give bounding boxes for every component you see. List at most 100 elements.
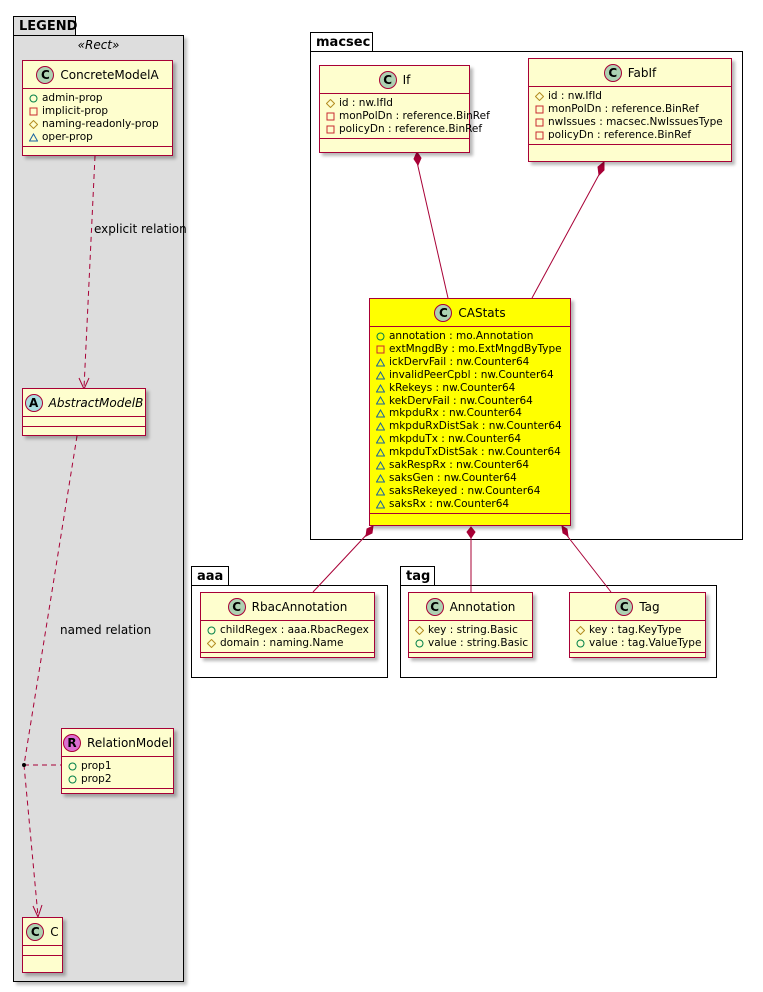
attribute-row: saksRx : nw.Counter64 <box>376 498 564 511</box>
attribute-row: ickDervFail : nw.Counter64 <box>376 356 564 369</box>
package-visibility-icon <box>376 461 385 470</box>
tag-methods-compartment <box>570 651 705 660</box>
protected-visibility-icon <box>535 91 544 101</box>
tag-package-title: tag <box>406 569 431 584</box>
relation-model-name: RelationModel <box>87 735 172 750</box>
legend-package-tab: LEGEND <box>13 16 78 35</box>
class-icon: C <box>227 597 246 616</box>
attribute-row: mkpduTx : nw.Counter64 <box>376 433 564 446</box>
if-composition-diamond <box>413 150 422 167</box>
relation-model-methods-compartment <box>62 787 173 796</box>
attribute-row: prop1 <box>68 760 167 773</box>
attribute-row: sakRespRx : nw.Counter64 <box>376 459 564 472</box>
private-visibility-icon <box>376 345 385 354</box>
public-visibility-icon <box>415 639 424 648</box>
public-visibility-icon <box>68 775 77 784</box>
attribute-row: monPolDn : reference.BinRef <box>326 110 490 123</box>
legend-package-title: LEGEND <box>19 19 78 34</box>
attribute-row: invalidPeerCpbl : nw.Counter64 <box>376 369 564 382</box>
relation-model-header: R RelationModel <box>62 729 173 757</box>
attribute-row: admin-prop <box>29 92 166 105</box>
private-visibility-icon <box>535 118 544 127</box>
attribute-row: saksRekeyed : nw.Counter64 <box>376 485 564 498</box>
attribute-text: nwIssues : macsec.NwIssuesType <box>548 115 723 128</box>
attribute-text: naming-readonly-prop <box>42 117 159 130</box>
macsec-package-tab: macsec <box>310 32 373 51</box>
relation-class-icon: R <box>63 733 82 752</box>
package-visibility-icon <box>376 370 385 380</box>
rbac-annotation-name: RbacAnnotation <box>251 599 348 614</box>
protected-visibility-icon <box>207 638 216 648</box>
package-visibility-icon <box>376 473 385 483</box>
attribute-row: implicit-prop <box>29 105 166 118</box>
class-rbac-annotation[interactable]: C RbacAnnotation childRegex : aaa.RbacRege… <box>200 592 375 658</box>
abstract-model-b-name: AbstractModelB <box>48 395 144 410</box>
package-visibility-icon <box>376 409 385 418</box>
attribute-row: mkpduTxDistSak : nw.Counter64 <box>376 446 564 459</box>
public-visibility-icon <box>376 332 385 341</box>
attribute-text: saksRekeyed : nw.Counter64 <box>389 484 541 497</box>
attribute-row: domain : naming.Name <box>207 637 368 650</box>
attribute-row: prop2 <box>68 773 167 786</box>
explicit-relation-edge <box>83 155 96 389</box>
attribute-row: mkpduRxDistSak : nw.Counter64 <box>376 420 564 433</box>
attribute-row: policyDn : reference.BinRef <box>535 129 725 142</box>
attribute-row: id : nw.IfId <box>535 90 725 103</box>
attribute-text: id : nw.IfId <box>548 90 602 102</box>
public-visibility-icon <box>29 94 38 103</box>
class-icon: C <box>378 70 397 89</box>
aaa-package-tab: aaa <box>191 566 229 585</box>
annotation-methods-compartment <box>409 651 532 660</box>
private-visibility-icon <box>29 107 38 116</box>
attribute-row: value : tag.ValueType <box>576 637 701 650</box>
class-icon: C <box>36 65 55 84</box>
attribute-text: monPolDn : reference.BinRef <box>339 109 490 122</box>
association-dot <box>22 763 26 767</box>
attribute-text: prop1 <box>81 760 112 772</box>
fabif-name: FabIf <box>627 65 657 80</box>
attribute-row: kekDervFail : nw.Counter64 <box>376 395 564 408</box>
if-methods-compartment <box>320 137 469 146</box>
attribute-text: saksGen : nw.Counter64 <box>389 471 517 484</box>
castats-tag-edge <box>564 532 612 593</box>
attribute-row: kRekeys : nw.Counter64 <box>376 382 564 395</box>
attribute-row: annotation : mo.Annotation <box>376 330 564 343</box>
legend-stereotype: «Rect» <box>77 38 120 52</box>
protected-visibility-icon <box>326 98 335 108</box>
package-visibility-icon <box>29 132 38 142</box>
castats-rbac-diamond <box>365 525 374 537</box>
attribute-text: policyDn : reference.BinRef <box>339 122 483 135</box>
named-relation-edge <box>23 435 78 917</box>
attribute-text: key : tag.KeyType <box>589 624 682 636</box>
castats-methods-compartment <box>370 512 570 521</box>
legend-package <box>13 35 184 982</box>
attribute-text: saksRx : nw.Counter64 <box>389 497 510 510</box>
if-castats-edge <box>416 161 449 299</box>
attribute-text: annotation : mo.Annotation <box>389 330 534 342</box>
private-visibility-icon <box>535 131 544 140</box>
package-visibility-icon <box>376 396 385 405</box>
attribute-text: invalidPeerCpbl : nw.Counter64 <box>389 368 554 381</box>
public-visibility-icon <box>207 626 216 635</box>
attribute-text: mkpduRxDistSak : nw.Counter64 <box>389 420 562 433</box>
castats-tag-diamond <box>561 525 569 537</box>
private-visibility-icon <box>326 125 335 134</box>
attribute-text: mkpduTxDistSak : nw.Counter64 <box>389 446 561 459</box>
package-visibility-icon <box>376 486 385 496</box>
attribute-text: sakRespRx : nw.Counter64 <box>389 459 530 472</box>
